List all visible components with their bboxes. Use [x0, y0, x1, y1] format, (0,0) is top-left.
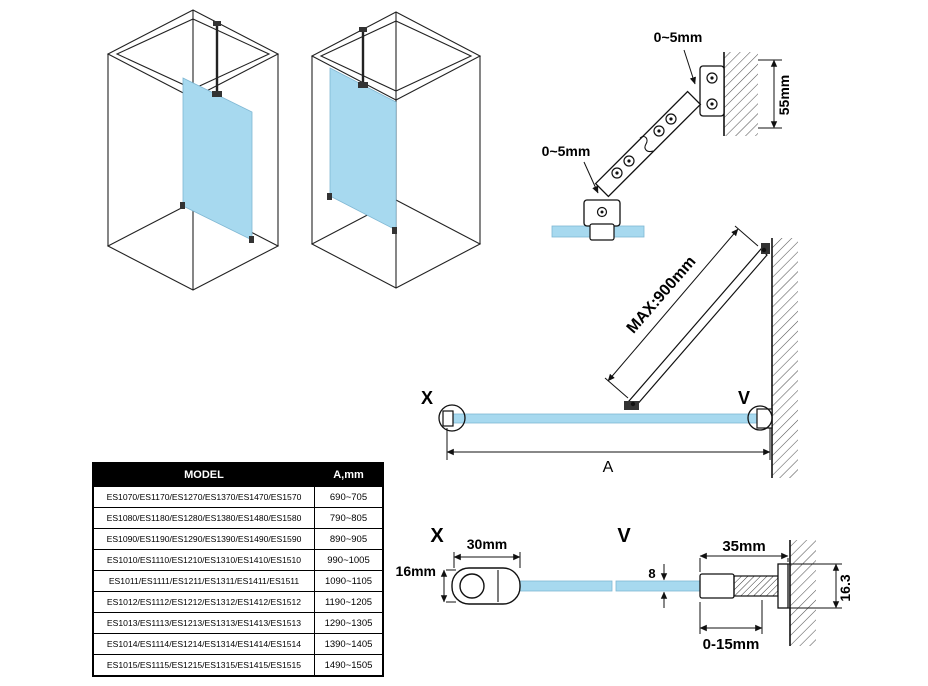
model-cell: ES1014/ES1114/ES1214/ES1314/ES1414/ES151… [92, 633, 315, 655]
model-table-container: MODEL A,mm ES1070/ES1170/ES1270/ES1370/E… [92, 462, 384, 677]
model-cell: ES1010/ES1110/ES1210/ES1310/ES1410/ES151… [92, 549, 315, 571]
model-cell: ES1011/ES1111/ES1211/ES1311/ES1411/ES151… [92, 570, 315, 592]
x-detail-title: X [430, 525, 444, 547]
x-section-detail: X 30mm 16mm [396, 525, 613, 605]
amm-cell: 1090~1105 [314, 570, 384, 592]
width-a-label: A [603, 459, 614, 476]
table-row: ES1011/ES1111/ES1211/ES1311/ES1411/ES151… [92, 570, 384, 592]
model-cell: ES1012/ES1112/ES1212/ES1312/ES1412/ES151… [92, 591, 315, 613]
x-callout-circle [438, 404, 466, 432]
isometric-enclosure-right [310, 11, 482, 289]
plan-wall-hatch [772, 238, 798, 478]
wall-height-label: 55mm [776, 75, 792, 115]
amm-cell: 1190~1205 [314, 591, 384, 613]
amm-cell: 890~905 [314, 528, 384, 550]
support-bar [594, 90, 702, 198]
v-wall-hatch [790, 540, 816, 646]
max-bar-length-label: MAX:900mm [624, 253, 700, 337]
table-row: ES1080/ES1180/ES1280/ES1380/ES1480/ES158… [92, 507, 384, 529]
table-row: ES1090/ES1190/ES1290/ES1390/ES1490/ES159… [92, 528, 384, 550]
v-adjust-label: 0-15mm [703, 636, 760, 653]
table-row: ES1010/ES1110/ES1210/ES1310/ES1410/ES151… [92, 549, 384, 571]
plan-view: MAX:900mm X V A [421, 225, 798, 478]
glass-panel-right [329, 67, 397, 231]
x-width-label: 30mm [467, 536, 507, 552]
isometric-enclosure-left [106, 9, 280, 291]
amm-cell: 790~805 [314, 507, 384, 529]
x-height-label: 16mm [396, 563, 436, 579]
model-cell: ES1015/ES1115/ES1215/ES1315/ES1415/ES151… [92, 654, 315, 677]
v-thickness-label: 8 [648, 566, 655, 581]
amm-cell: 1490~1505 [314, 654, 384, 677]
v-height-label: 16.3 [837, 574, 853, 601]
model-table: MODEL A,mm ES1070/ES1170/ES1270/ES1370/E… [92, 462, 384, 677]
v-detail-title: V [617, 525, 631, 547]
bracket-detail: 0~5mm 0~5mm 55mm [542, 29, 792, 241]
amm-cell: 690~705 [314, 486, 384, 508]
v-profile-body [733, 575, 779, 597]
table-row: ES1014/ES1114/ES1214/ES1314/ES1414/ES151… [92, 633, 384, 655]
x-glass [504, 580, 613, 592]
model-cell: ES1080/ES1180/ES1280/ES1380/ES1480/ES158… [92, 507, 315, 529]
plan-support-bar [628, 248, 768, 408]
plan-glass [446, 413, 768, 424]
wall-hatch [724, 52, 758, 136]
model-cell: ES1090/ES1190/ES1290/ES1390/ES1490/ES159… [92, 528, 315, 550]
v-glass-clamp [699, 573, 735, 599]
round-bar-section [459, 573, 485, 599]
gap-mid-label: 0~5mm [542, 143, 591, 159]
table-row: ES1015/ES1115/ES1215/ES1315/ES1415/ES151… [92, 654, 384, 677]
amm-cell: 1390~1405 [314, 633, 384, 655]
model-cell: ES1070/ES1170/ES1270/ES1370/ES1470/ES157… [92, 486, 315, 508]
model-cell: ES1013/ES1113/ES1213/ES1313/ES1413/ES151… [92, 612, 315, 634]
gap-top-label: 0~5mm [654, 29, 703, 45]
table-row: ES1012/ES1112/ES1212/ES1312/ES1412/ES151… [92, 591, 384, 613]
v-section-detail: V 8 35mm 16.3 0-15mm [615, 525, 853, 653]
v-width-label: 35mm [722, 538, 765, 555]
v-wall-plate [777, 563, 789, 609]
table-row: ES1013/ES1113/ES1213/ES1313/ES1413/ES151… [92, 612, 384, 634]
plan-v-label: V [738, 388, 750, 408]
wall-mount-plate [699, 65, 725, 117]
plan-x-label: X [421, 388, 433, 408]
table-row: ES1070/ES1170/ES1270/ES1370/ES1470/ES157… [92, 486, 384, 508]
v-callout-circle [747, 405, 773, 431]
model-column-header: MODEL [92, 462, 315, 487]
amm-cell: 990~1005 [314, 549, 384, 571]
amm-cell: 1290~1305 [314, 612, 384, 634]
amm-column-header: A,mm [314, 462, 384, 487]
table-header-row: MODEL A,mm [92, 462, 384, 487]
